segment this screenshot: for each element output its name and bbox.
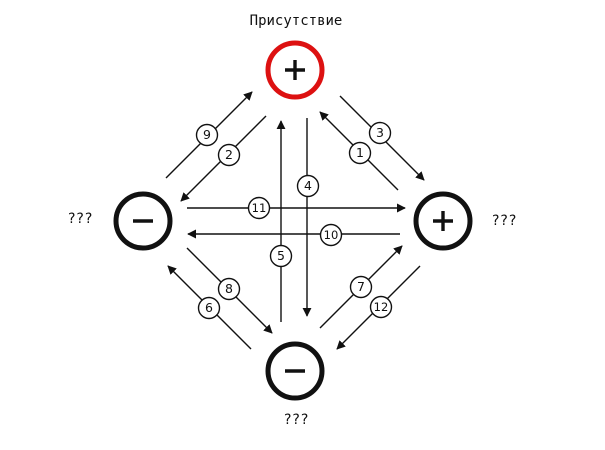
badge-number: 11	[252, 201, 267, 215]
transition-badge-2: 2	[217, 143, 241, 167]
transition-badge-6: 6	[197, 296, 221, 320]
bottom-node-label: ???	[283, 412, 309, 428]
badge-number: 6	[205, 300, 213, 315]
transition-badge-8: 8	[217, 277, 241, 301]
badge-circle	[369, 295, 393, 319]
badge-number: 3	[376, 125, 384, 140]
right-node-label: ???	[491, 213, 517, 229]
badge-number: 2	[225, 147, 233, 162]
transition-badge-1: 1	[348, 141, 372, 165]
transition-badge-12: 12	[369, 295, 393, 319]
badge-number: 10	[324, 228, 339, 242]
badge-number: 5	[277, 248, 285, 263]
transition-badge-7: 7	[349, 275, 373, 299]
top-node	[265, 40, 325, 100]
badge-number: 8	[225, 281, 233, 296]
transition-badge-3: 3	[368, 121, 392, 145]
badge-circle	[296, 174, 320, 198]
transition-badge-5: 5	[269, 244, 293, 268]
badge-circle	[217, 277, 241, 301]
badge-number: 4	[304, 178, 312, 193]
left-node-label: ???	[67, 211, 93, 227]
badge-number: 12	[374, 300, 389, 314]
badge-circle	[348, 141, 372, 165]
badge-number: 7	[357, 279, 365, 294]
plus-icon	[433, 211, 453, 231]
badge-circle	[217, 143, 241, 167]
transition-badge-4: 4	[296, 174, 320, 198]
transition-badge-10: 10	[319, 223, 343, 247]
right-node	[413, 191, 473, 251]
transition-badge-9: 9	[195, 123, 219, 147]
badge-circle	[349, 275, 373, 299]
badge-circle	[319, 223, 343, 247]
badge-circle	[269, 244, 293, 268]
badge-number: 1	[356, 145, 364, 160]
badge-circle	[247, 196, 271, 220]
badge-circle	[195, 123, 219, 147]
badge-number: 9	[203, 127, 211, 142]
badge-circle	[368, 121, 392, 145]
top-node-label: Присутствие	[249, 13, 343, 29]
badge-circle	[197, 296, 221, 320]
nodes-layer	[113, 40, 473, 401]
plus-icon	[285, 60, 305, 80]
bottom-node	[265, 341, 325, 401]
left-node	[113, 191, 173, 251]
transition-badge-11: 11	[247, 196, 271, 220]
